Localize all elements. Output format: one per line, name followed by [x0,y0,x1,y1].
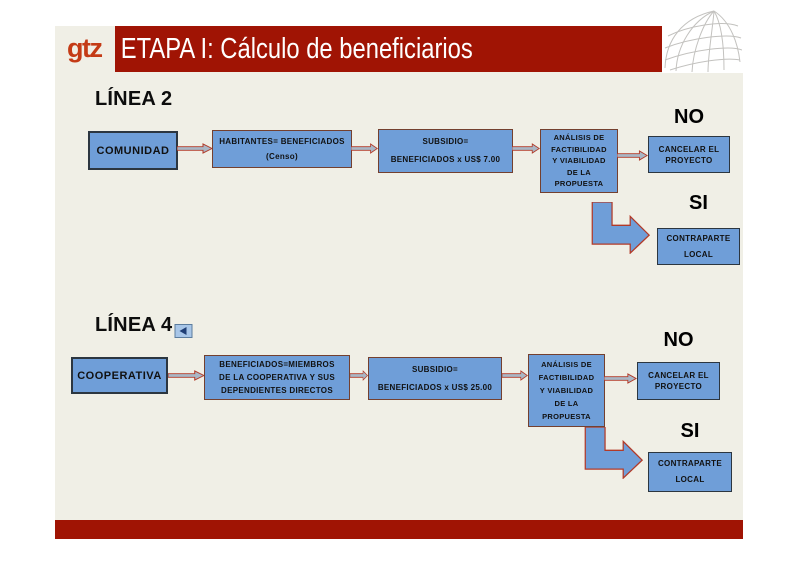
contraparte-box: CONTRAPARTE LOCAL [648,452,732,492]
linea2-label: LÍNEA 2 [95,88,173,110]
no-label: NO [674,106,704,128]
analisis-box: ANÁLISIS DE FACTIBILIDAD Y VIABILIDAD DE… [540,129,618,193]
footer-bar [55,520,743,539]
globe-backdrop [662,26,743,73]
elbow-arrow-icon [591,202,650,254]
beneficiados-box: BENEFICIADOS=MIEMBROS DE LA COOPERATIVA … [204,355,350,400]
arrow-right-icon [168,370,205,381]
globe-icon [664,10,742,72]
arrow-right-icon [512,143,540,154]
subsidio-box: SUBSIDIO= BENEFICIADOS x US$ 7.00 [378,129,513,173]
linea4-label: LÍNEA 4 [95,314,173,336]
arrow-right-icon [604,373,637,384]
gtz-logo: gtz [67,33,103,63]
contraparte-box: CONTRAPARTE LOCAL [657,228,740,265]
page-title: ETAPA I: Cálculo de beneficiarios [120,32,473,65]
cooperativa-box: COOPERATIVA [71,357,168,394]
header-bar: ETAPA I: Cálculo de beneficiarios [115,26,662,72]
arrow-right-icon [351,143,378,154]
cancelar-box: CANCELAR EL PROYECTO [648,136,730,173]
si-label: SI [680,420,700,442]
arrow-right-icon [350,370,368,381]
cancelar-box: CANCELAR EL PROYECTO [637,362,720,400]
arrow-right-icon [617,150,648,161]
arrow-right-icon [502,370,528,381]
comunidad-box: COMUNIDAD [88,131,178,170]
back-button-icon[interactable] [174,324,193,338]
si-label: SI [689,192,708,214]
habitantes-box: HABITANTES= BENEFICIADOS (Censo) [212,130,352,168]
no-label: NO [663,329,694,351]
subsidio-box: SUBSIDIO= BENEFICIADOS x US$ 25.00 [368,357,502,400]
elbow-arrow-icon [584,427,643,479]
arrow-right-icon [177,143,213,154]
analisis-box: ANÁLISIS DE FACTIBILIDAD Y VIABILIDAD DE… [528,354,605,427]
